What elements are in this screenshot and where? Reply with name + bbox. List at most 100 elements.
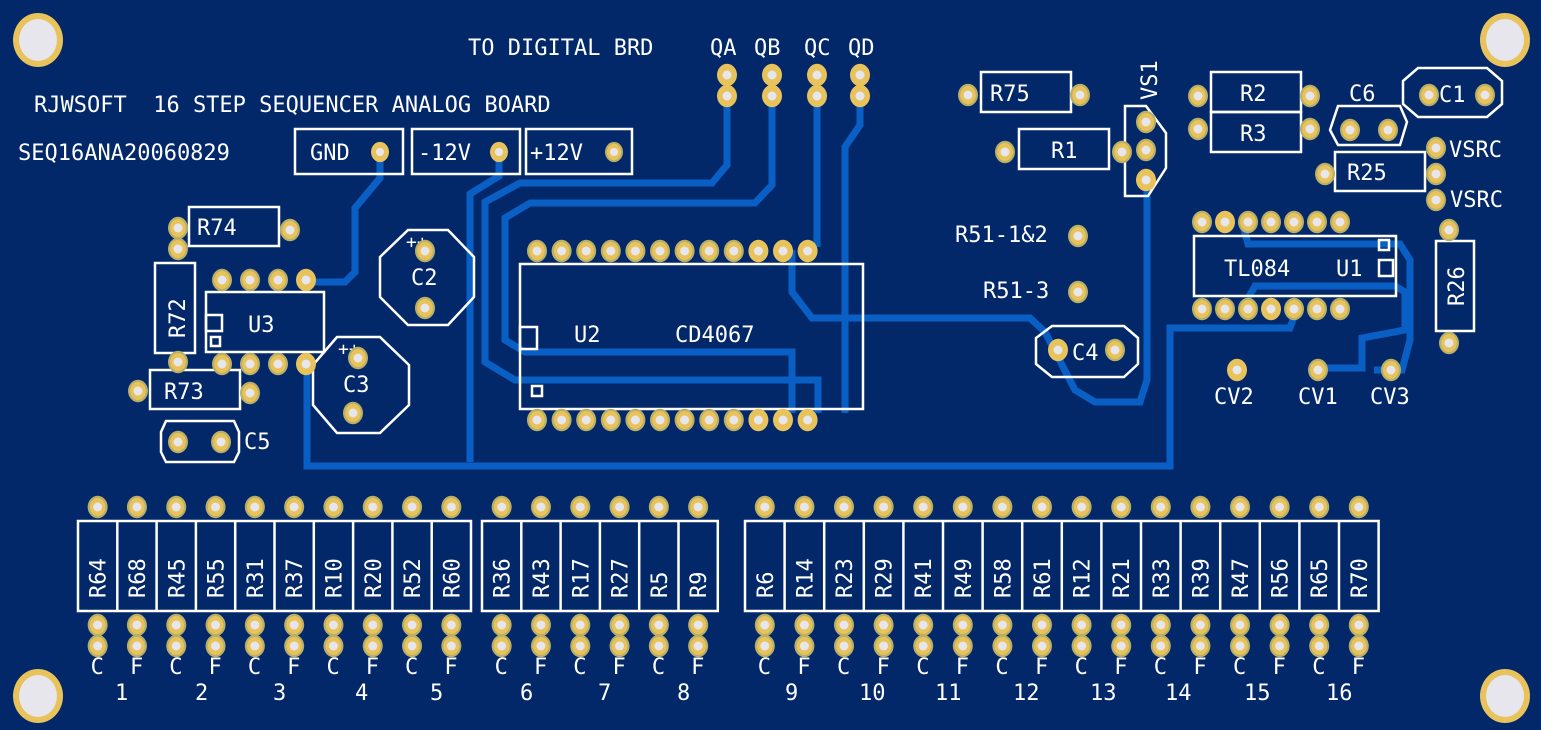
pad-step-resistor — [323, 613, 344, 637]
step-number: 11 — [935, 681, 962, 706]
resistor-r1[interactable]: R1 — [1017, 127, 1111, 171]
step-resistor-label: R70 — [1348, 558, 1373, 598]
pad-u1 — [1284, 210, 1304, 234]
pad-step-resistor — [688, 613, 709, 637]
pad — [168, 237, 188, 261]
pad — [1426, 162, 1446, 186]
pad — [1381, 358, 1401, 382]
resistor-r25[interactable]: R25 — [1333, 150, 1427, 193]
pad-step-resistor — [794, 613, 815, 637]
mounting-hole — [1480, 669, 1530, 723]
pad-u1 — [1284, 297, 1304, 321]
pin-label: C — [916, 655, 929, 680]
power-terminal-gnd[interactable]: GND — [293, 127, 405, 176]
pad-step-resistor — [1348, 634, 1369, 658]
pad — [1315, 162, 1335, 186]
step-resistor-label: R37 — [283, 558, 308, 598]
pin-label: F — [444, 655, 457, 680]
pad-u2 — [748, 408, 769, 432]
pad-step-resistor — [362, 613, 383, 637]
pin-label: C — [248, 655, 261, 680]
pad — [1426, 188, 1446, 212]
step-resistor-label: R41 — [912, 558, 937, 598]
step-resistor-label: R9 — [687, 572, 712, 599]
step-resistor-label: R45 — [165, 558, 190, 598]
step-resistor-label: R29 — [873, 558, 898, 598]
pad-step-resistor — [570, 613, 591, 637]
resistor-r72[interactable]: R72 — [153, 261, 197, 355]
pad-u2 — [699, 239, 720, 263]
pin-label: C — [169, 655, 182, 680]
pad-step-resistor — [1230, 495, 1250, 519]
resistor-r26[interactable]: R26 — [1434, 239, 1476, 333]
step-resistor-label: R43 — [530, 558, 555, 598]
trace-qa — [481, 100, 822, 413]
pin-label: C — [1075, 655, 1088, 680]
pad-step-resistor — [952, 495, 973, 519]
pad-step-resistor — [952, 613, 973, 637]
ic-u2[interactable]: U2 CD4067 — [518, 262, 865, 411]
pin-label: C — [573, 655, 586, 680]
pin-label: F — [287, 655, 300, 680]
pin-label: C — [652, 655, 665, 680]
pad-step-resistor — [323, 495, 344, 519]
resistor-r73-label: R73 — [164, 380, 204, 405]
pad-u2 — [773, 239, 793, 263]
pad-step-resistor — [1071, 613, 1092, 637]
step-number: 5 — [430, 681, 443, 706]
pad-step-resistor — [834, 613, 854, 637]
pad — [1475, 83, 1495, 107]
resistor-r74[interactable]: R74 — [187, 205, 281, 248]
pad-step-resistor — [754, 495, 775, 519]
power-terminal-neg12v[interactable]: -12V — [410, 127, 522, 176]
capacitor-c5[interactable]: C5 — [159, 419, 271, 464]
step-number: 16 — [1326, 681, 1353, 706]
step-number: 10 — [859, 681, 886, 706]
pad — [1068, 280, 1088, 304]
resistor-r3[interactable]: R3 — [1209, 110, 1303, 154]
step-number: 13 — [1090, 681, 1117, 706]
pin-label: C — [405, 655, 418, 680]
copper-traces — [303, 100, 1414, 470]
pin-label: F — [1352, 655, 1365, 680]
pad-pos12v — [605, 141, 623, 163]
power-terminal-pos12v[interactable]: +12V — [524, 127, 634, 176]
pad-step-resistor — [1071, 634, 1092, 658]
input-label-qd: QD — [848, 36, 875, 61]
pad — [1070, 83, 1090, 107]
ic-u1[interactable]: TL084 U1 — [1192, 234, 1398, 298]
cv-output-label-cv1: CV1 — [1298, 385, 1338, 410]
capacitor-c4-label: C4 — [1072, 341, 1099, 366]
step-resistor-label: R14 — [793, 558, 818, 598]
pad-step-resistor — [834, 495, 854, 519]
ic-u3-ref: U3 — [248, 313, 275, 338]
step-resistor-label: R20 — [362, 558, 387, 598]
pad-step-resistor — [1150, 613, 1171, 637]
pad — [995, 140, 1015, 164]
pad-step-resistor — [1348, 613, 1369, 637]
testpoint-label-vsrc-2: VSRC — [1450, 188, 1503, 213]
pad-step-resistor — [570, 495, 591, 519]
pad-step-resistor — [530, 634, 551, 658]
step-number: 3 — [273, 681, 286, 706]
pad-step-resistor — [166, 634, 187, 658]
resistor-r73[interactable]: R73 — [148, 368, 242, 411]
resistor-r75[interactable]: R75 — [979, 70, 1073, 114]
pad-step-resistor — [1190, 634, 1211, 658]
capacitor-c6[interactable]: C6 — [1328, 82, 1409, 147]
pin-label: C — [1233, 655, 1246, 680]
step-resistor-label: R65 — [1308, 558, 1333, 598]
pad-u2 — [600, 239, 621, 263]
regulator-vs1[interactable]: VS1 — [1123, 60, 1168, 198]
pad-u3 — [296, 352, 316, 376]
pad-u3 — [268, 268, 288, 292]
pad-step-resistor — [1309, 495, 1330, 519]
capacitor-c4[interactable]: C4 — [1034, 324, 1140, 379]
step-number: 9 — [785, 681, 798, 706]
capacitor-c1[interactable]: C1 — [1401, 66, 1504, 119]
pad-u1 — [1192, 210, 1212, 234]
pad-step-resistor — [166, 495, 187, 519]
input-label-qc: QC — [804, 36, 831, 61]
ic-u3[interactable]: U3 — [204, 290, 326, 354]
